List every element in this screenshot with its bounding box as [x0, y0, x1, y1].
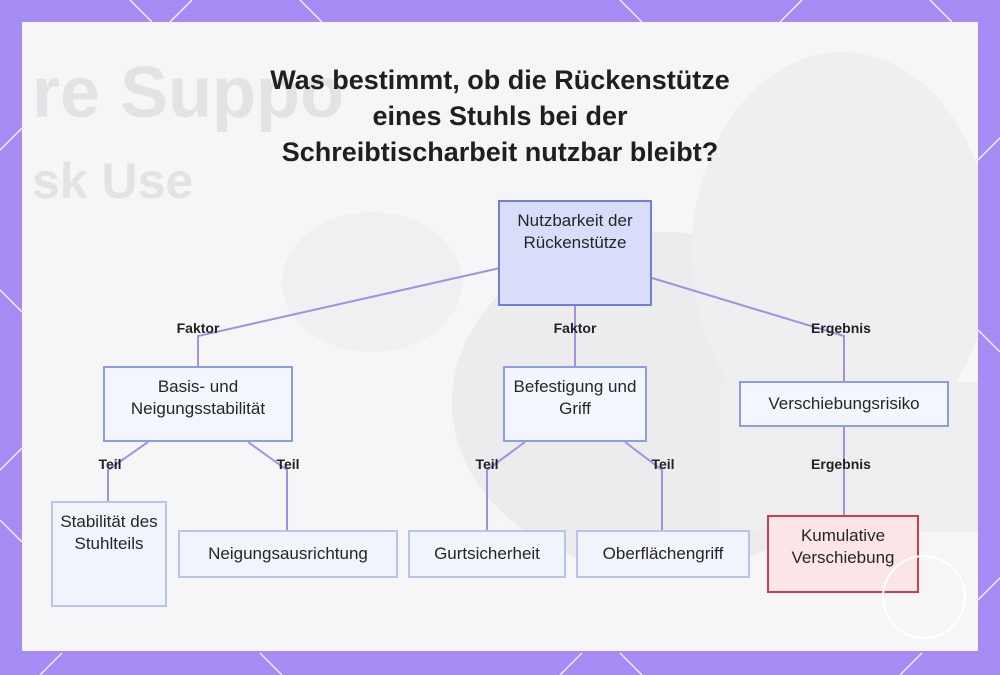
- edge-base-tilt: [247, 441, 288, 530]
- node-belt-security: Gurtsicherheit: [408, 530, 566, 578]
- edge-label-base-tilt: Teil: [276, 456, 300, 472]
- title-line-1: Was bestimmt, ob die Rückenstütze: [270, 65, 730, 95]
- diagram-title: Was bestimmt, ob die Rückenstütze eines …: [200, 62, 800, 170]
- node-shift-risk: Verschiebungsrisiko: [739, 381, 949, 427]
- node-root: Nutzbarkeit der Rückenstütze: [498, 200, 652, 306]
- edge-label-shift-cumulative: Ergebnis: [811, 456, 871, 472]
- watermark-logo: [882, 555, 966, 639]
- edge-fastening-belt: [486, 441, 526, 530]
- background-text-line1: re Suppo: [32, 53, 345, 133]
- content-panel: re Suppo sk Use: [22, 22, 978, 651]
- background-text-line2: sk Use: [32, 153, 194, 209]
- edge-label-fastening-surface: Teil: [651, 456, 675, 472]
- node-fastening: Befestigung und Griff: [503, 366, 647, 442]
- title-line-2: eines Stuhls bei der: [372, 101, 628, 131]
- node-surface-grip: Oberflächengriff: [576, 530, 750, 578]
- node-base-stability: Basis- und Neigungsstabilität: [103, 366, 293, 442]
- node-tilt-alignment: Neigungsausrichtung: [178, 530, 398, 578]
- edge-fastening-surface: [624, 441, 663, 530]
- edge-base-chair: [107, 441, 149, 501]
- edge-root-base: [197, 267, 501, 366]
- edge-label-fastening-belt: Teil: [475, 456, 499, 472]
- node-chair-stability: Stabilität des Stuhlteils: [51, 501, 167, 607]
- edge-label-base-chair: Teil: [98, 456, 122, 472]
- edge-label-root-shift: Ergebnis: [811, 320, 871, 336]
- edge-label-root-base: Faktor: [176, 320, 220, 336]
- edge-label-root-fastening: Faktor: [553, 320, 597, 336]
- title-line-3: Schreibtischarbeit nutzbar bleibt?: [281, 137, 719, 167]
- edge-root-shift: [651, 277, 845, 381]
